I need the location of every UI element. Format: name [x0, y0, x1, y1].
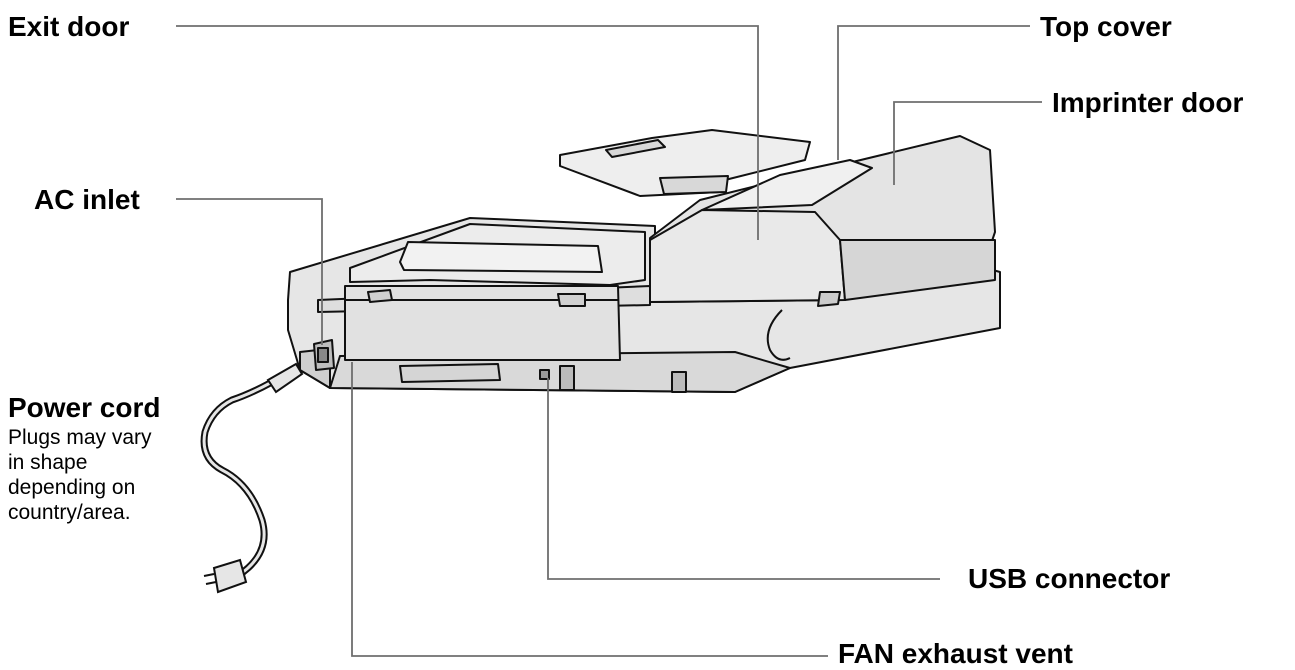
power-cord-connector [266, 362, 304, 394]
label-top-cover: Top cover [1040, 11, 1172, 42]
front-panel [344, 285, 621, 361]
leader-fan-exhaust-vent [351, 362, 828, 657]
power-cord [200, 362, 304, 594]
leader-lines [176, 25, 1042, 657]
label-fan-exhaust-vent: FAN exhaust vent [838, 638, 1073, 669]
leader-top-cover [837, 25, 1030, 160]
label-imprinter-door: Imprinter door [1052, 87, 1244, 118]
exit-door-panel [649, 209, 846, 303]
leader-usb-connector [547, 378, 940, 580]
power-cord-note-line: country/area. [8, 501, 131, 524]
leader-ac-inlet [176, 198, 323, 345]
scanner-illustration [287, 129, 1001, 393]
label-power-cord: Power cord [8, 392, 161, 423]
label-exit-door: Exit door [8, 11, 130, 42]
power-cord-note-line: Plugs may vary [8, 426, 152, 449]
leader-exit-door [176, 25, 759, 240]
power-cord-note: Plugs may vary in shape depending on cou… [8, 425, 152, 525]
power-cord-note-line: depending on [8, 476, 136, 499]
leader-imprinter-door [893, 101, 1042, 185]
power-plug [212, 558, 248, 594]
usb-port [539, 369, 550, 380]
power-cord-note-line: in shape [8, 451, 88, 474]
label-ac-inlet: AC inlet [34, 184, 140, 215]
label-usb-connector: USB connector [968, 563, 1171, 594]
